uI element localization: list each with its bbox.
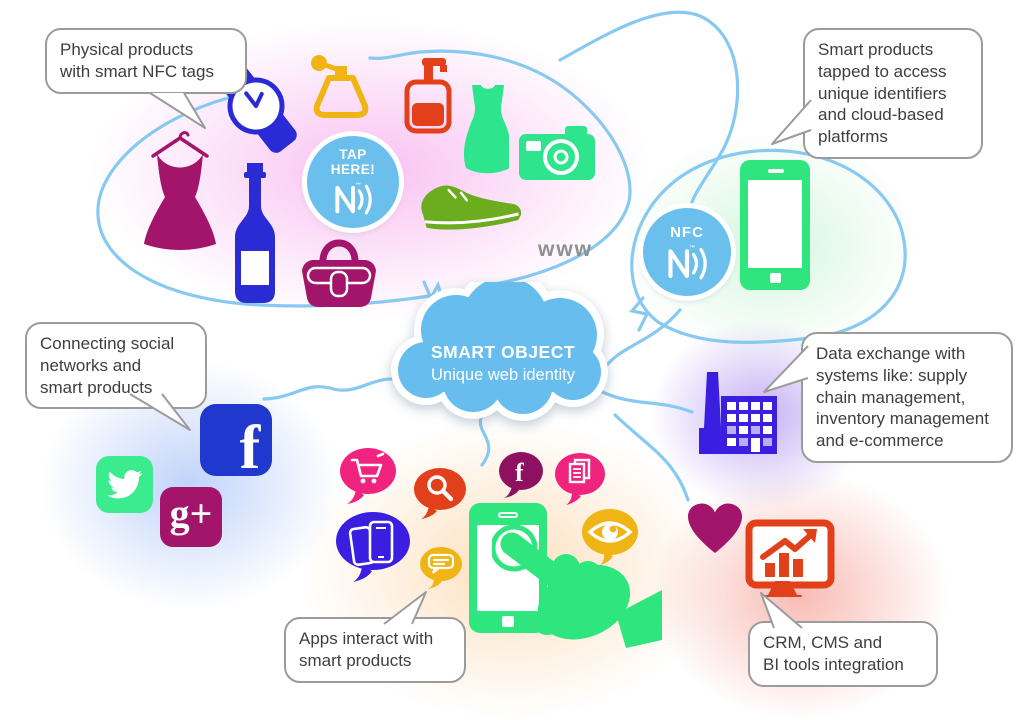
callout-physical-products: Physical products with smart NFC tags — [45, 28, 247, 94]
callout-data-exchange: Data exchange with systems like: supply … — [801, 332, 1013, 463]
nfc-badge: NFC ™ — [643, 208, 731, 296]
nfc-logo-icon: ™ — [668, 245, 707, 279]
cloud-to-facebook-line — [262, 377, 410, 401]
nfc-tap-badge: TAP HERE! ™ — [307, 136, 399, 228]
search-bubble-icon — [414, 468, 466, 519]
cloud-to-heart-line — [613, 413, 690, 502]
eye-bubble-icon — [582, 509, 638, 565]
green-blob-kink — [629, 296, 650, 332]
perfume-icon — [311, 55, 369, 118]
callout-smart-products: Smart products tapped to access unique i… — [803, 28, 983, 159]
documents-bubble-icon — [555, 453, 605, 505]
top-loop-line — [558, 10, 740, 216]
cloud-title: SMART OBJECT — [430, 342, 576, 362]
hand-icon — [492, 524, 662, 648]
smartphone-icon — [740, 160, 810, 290]
soap-pump-icon — [404, 58, 452, 134]
chat-bubble-icon — [420, 547, 462, 589]
cart-bubble-icon — [340, 448, 396, 504]
camera-icon — [519, 126, 595, 180]
sneaker-icon — [421, 185, 522, 230]
callout-crm: CRM, CMS and BI tools integration — [748, 621, 938, 687]
nfc-logo-icon: ™ — [335, 182, 372, 215]
facebook-icon: f — [200, 404, 272, 476]
googleplus-icon: g+ — [160, 487, 222, 547]
tm-mark: ™ — [355, 182, 360, 188]
cloud-subtitle: Unique web identity — [430, 366, 575, 384]
www-label: www — [538, 238, 594, 261]
twitter-icon — [96, 456, 153, 513]
dress-hanger-icon — [144, 131, 216, 250]
callout-apps-interact: Apps interact with smart products — [284, 617, 466, 683]
callout-social-networks: Connecting social networks and smart pro… — [25, 322, 207, 410]
nfc-label: NFC — [670, 223, 704, 241]
cloud-text: SMART OBJECT Unique web identity — [398, 342, 608, 385]
phones-bubble-icon — [336, 512, 410, 582]
wine-bottle-icon — [235, 163, 275, 303]
heart-icon — [688, 503, 742, 553]
tap-here-label: TAP HERE! — [330, 147, 376, 177]
facebook-letter: f — [239, 413, 261, 477]
factory-icon — [699, 372, 777, 454]
svg-text:™: ™ — [689, 245, 695, 251]
svg-text:f: f — [515, 458, 524, 487]
twitter-bird-icon — [106, 469, 142, 498]
facebook-bubble-icon: f — [499, 452, 543, 498]
teal-dress-icon — [463, 85, 509, 174]
bi-monitor-icon — [745, 519, 835, 597]
googleplus-letters: g+ — [169, 490, 213, 536]
handbag-icon — [302, 239, 376, 307]
